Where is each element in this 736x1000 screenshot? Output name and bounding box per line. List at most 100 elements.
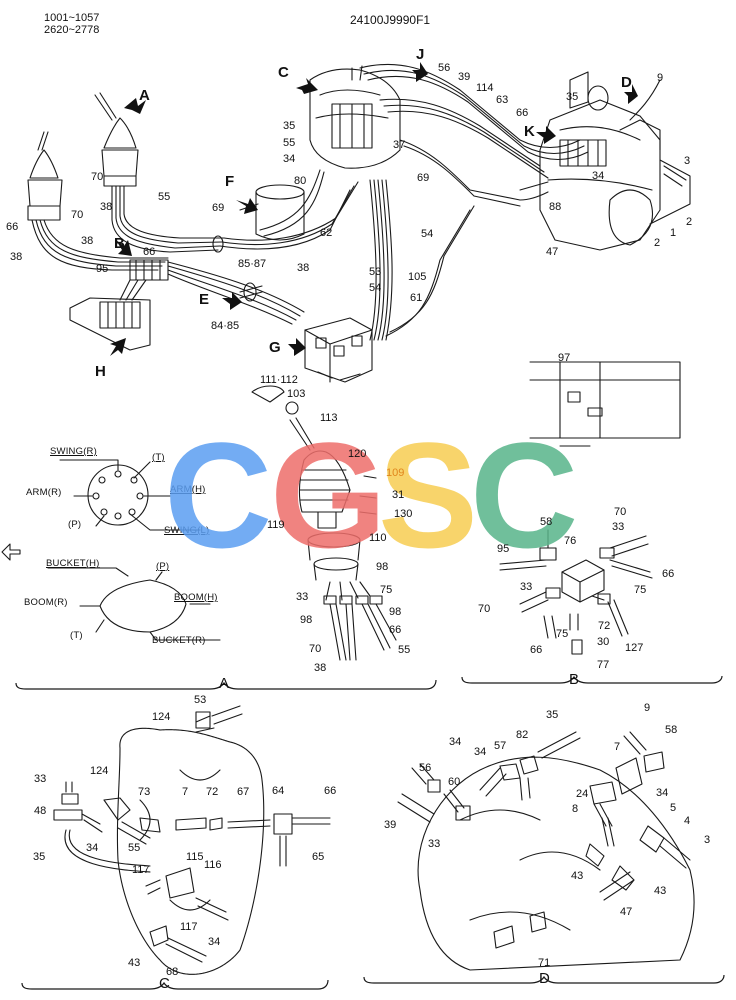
callout-label: 124 [90, 765, 109, 777]
callout-label: 2 [686, 216, 693, 228]
callout-label: 38 [10, 251, 23, 263]
callout-label: 103 [287, 388, 306, 400]
port-label-bucket-h: BUCKET(H) [46, 558, 100, 569]
callout-label: 60 [448, 776, 461, 788]
callout-label: 120 [348, 448, 367, 460]
callout-label: 72 [598, 620, 611, 632]
callout-label: 63 [496, 94, 509, 106]
callout-label: 35 [546, 709, 559, 721]
watermark-letter-g-text: G [270, 411, 387, 579]
callout-label: 95 [497, 543, 510, 555]
section-letter-c: C [159, 975, 170, 992]
view-letter-c: C [278, 64, 289, 81]
callout-label: 66 [662, 568, 675, 580]
callout-label: 61 [410, 292, 423, 304]
callout-label: 67 [237, 786, 250, 798]
callout-label: 98 [376, 561, 389, 573]
callout-label: 34 [208, 936, 221, 948]
callout-label: 70 [91, 171, 104, 183]
callout-label: 113 [320, 412, 338, 424]
view-letter-f: F [225, 173, 235, 190]
callout-label: 70 [478, 603, 491, 615]
callout-label: 9 [644, 702, 651, 714]
view-letter-d: D [621, 74, 632, 91]
callout-label: 64 [272, 785, 285, 797]
callout-label: 115 [186, 851, 204, 863]
callout-label: 105 [408, 271, 427, 283]
callout-label: 34 [656, 787, 669, 799]
watermark-letter-c1-text: C [164, 411, 273, 579]
callout-label: 2 [654, 237, 661, 249]
callout-label: 34 [592, 170, 605, 182]
callout-label: 66 [530, 644, 543, 656]
callout-label: 109 [386, 467, 405, 479]
callout-label: 111·112 [260, 374, 298, 386]
drawing-number: 24100J9990F1 [350, 13, 431, 27]
view-letter-b: B [114, 235, 125, 252]
section-letter-a: A [219, 675, 230, 692]
watermark-letter-s-text: S [378, 411, 479, 579]
callout-label: 97 [558, 352, 571, 364]
callout-label: 31 [392, 489, 405, 501]
view-letter-g: G [269, 339, 281, 356]
serial-range-line-2: 2620~2778 [44, 24, 100, 36]
callout-label: 57 [494, 740, 507, 752]
callout-label: 116 [204, 859, 222, 871]
callout-label: 95 [96, 263, 109, 275]
callout-label: 33 [612, 521, 625, 533]
callout-label: 38 [81, 235, 94, 247]
port-label-p-right: (P) [156, 561, 170, 572]
callout-label: 34 [474, 746, 487, 758]
callout-label: 39 [458, 71, 471, 83]
callout-label: 76 [564, 535, 577, 547]
port-label-p-left: (P) [68, 519, 82, 530]
callout-label: 38 [314, 662, 327, 674]
view-letter-e: E [199, 291, 210, 308]
callout-label: 33 [296, 591, 309, 603]
callout-label: 70 [614, 506, 627, 518]
callout-label: 35 [566, 91, 579, 103]
callout-label: 84·85 [211, 320, 240, 332]
port-label-arm-h: ARM(H) [170, 484, 206, 495]
view-letter-k: K [524, 123, 535, 140]
callout-label: 47 [546, 246, 559, 258]
callout-label: 127 [625, 642, 644, 654]
callout-label: 70 [71, 209, 84, 221]
watermark-letter-s: S [378, 420, 478, 570]
callout-label: 43 [128, 957, 141, 969]
callout-label: 35 [33, 851, 46, 863]
callout-label: 55 [398, 644, 411, 656]
port-label-bucket-r: BUCKET(R) [152, 635, 206, 646]
port-label-t-bottom: (T) [70, 630, 83, 641]
callout-label: 55 [128, 842, 141, 854]
watermark-letter-c2-text: C [470, 411, 579, 579]
port-label-arm-r: ARM(R) [26, 487, 62, 498]
callout-label: 3 [704, 834, 711, 846]
callout-label: 80 [294, 175, 307, 187]
callout-label: 71 [538, 957, 551, 969]
callout-label: 53 [369, 266, 382, 278]
callout-label: 7 [182, 786, 189, 798]
callout-label: 58 [540, 516, 553, 528]
watermark-letter-g: G [270, 420, 387, 570]
callout-label: 54 [369, 282, 382, 294]
callout-label: 117 [132, 864, 150, 876]
view-letter-a: A [139, 87, 150, 104]
callout-label: 56 [438, 62, 451, 74]
callout-label: 75 [380, 584, 393, 596]
callout-label: 68 [166, 966, 179, 978]
callout-label: 43 [571, 870, 584, 882]
callout-label: 73 [138, 786, 151, 798]
callout-label: 35 [283, 120, 296, 132]
callout-label: 34 [86, 842, 99, 854]
callout-label: 5 [670, 802, 677, 814]
callout-label: 65 [312, 851, 325, 863]
callout-label: 72 [206, 786, 219, 798]
callout-label: 98 [389, 606, 402, 618]
callout-label: 53 [194, 694, 207, 706]
callout-label: 75 [556, 628, 569, 640]
port-label-boom-r: BOOM(R) [24, 597, 68, 608]
callout-label: 48 [34, 805, 47, 817]
